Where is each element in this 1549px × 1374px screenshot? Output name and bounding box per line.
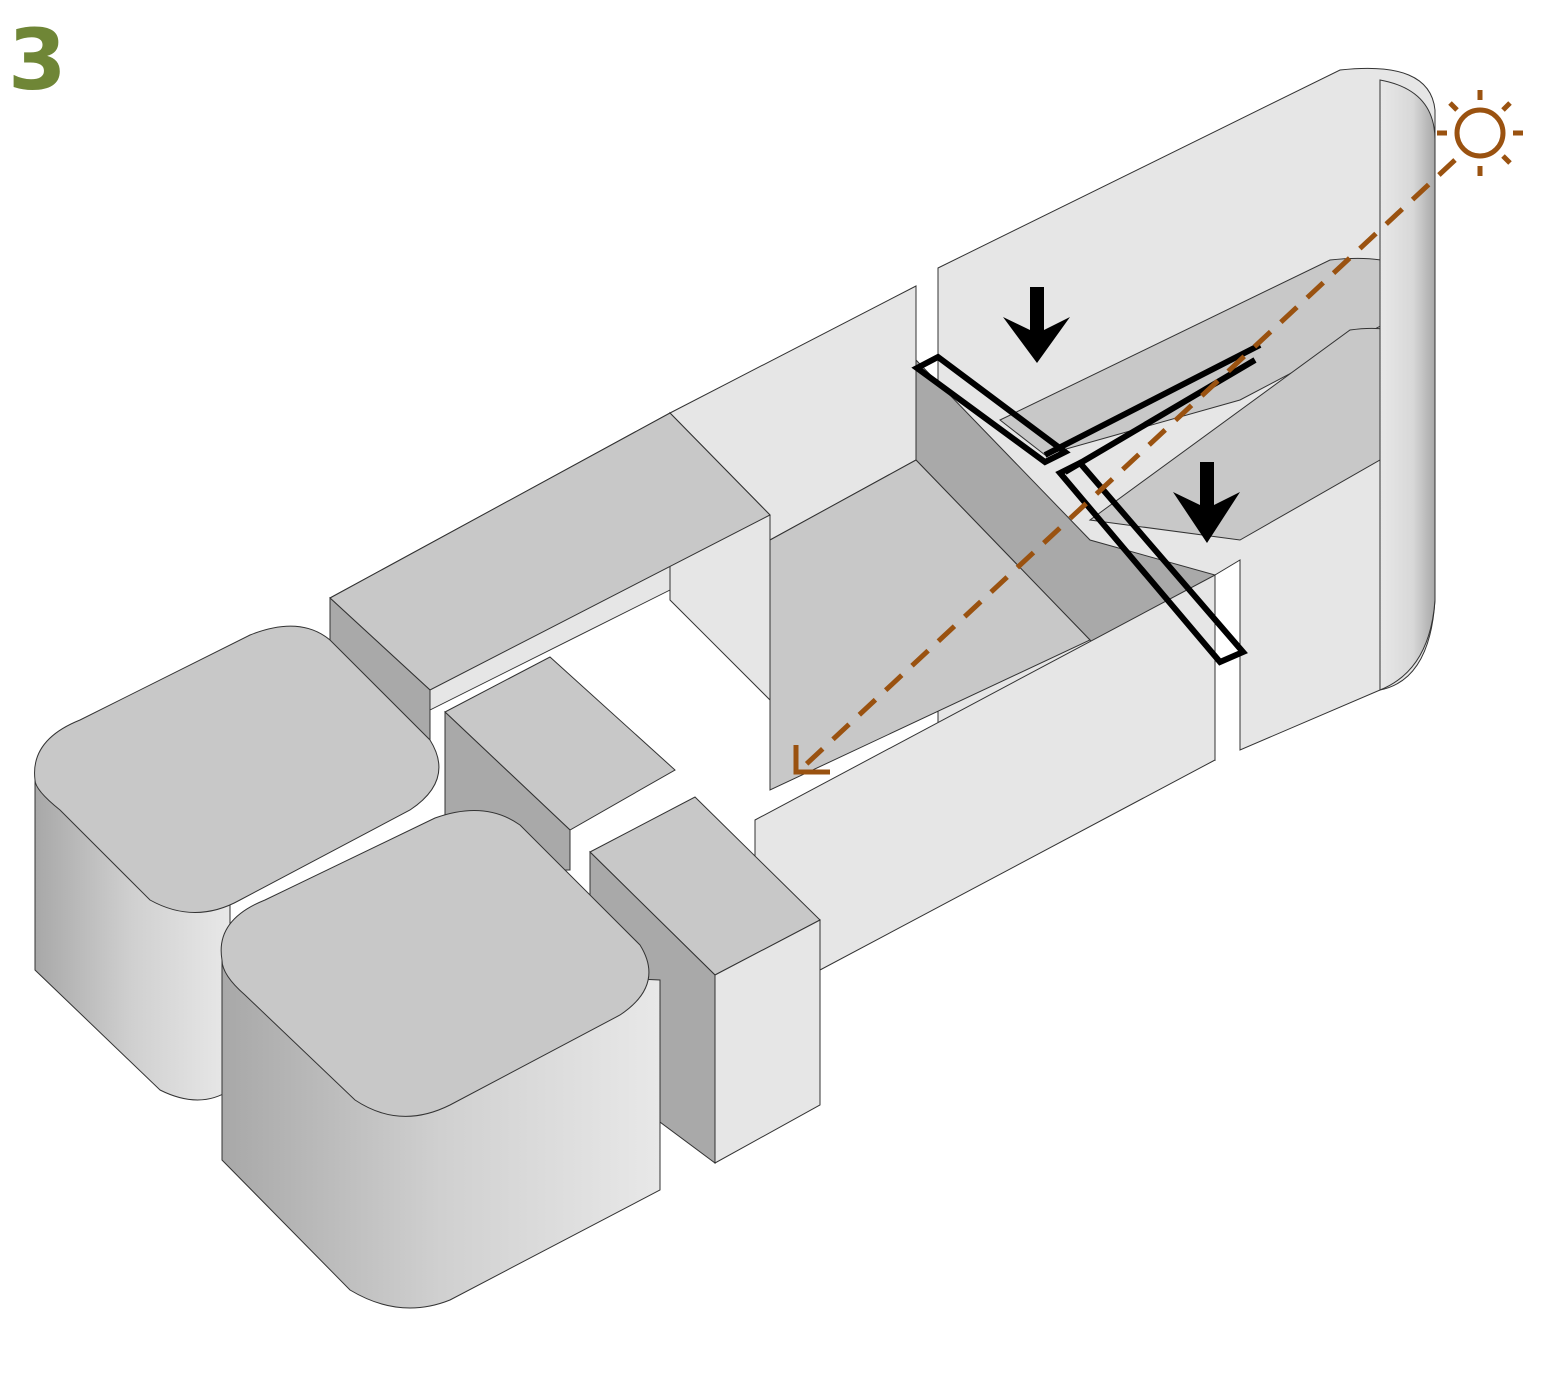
highlight-frames (911, 342, 1262, 666)
step-number: 3 (8, 11, 67, 109)
sun-icon (1437, 90, 1523, 176)
rounded-block-front (220, 809, 661, 1309)
down-arrow-icon (1003, 287, 1240, 543)
light-ray-arrow (793, 158, 1457, 775)
middle-volume (329, 285, 1216, 971)
rounded-block-back (34, 625, 440, 1101)
